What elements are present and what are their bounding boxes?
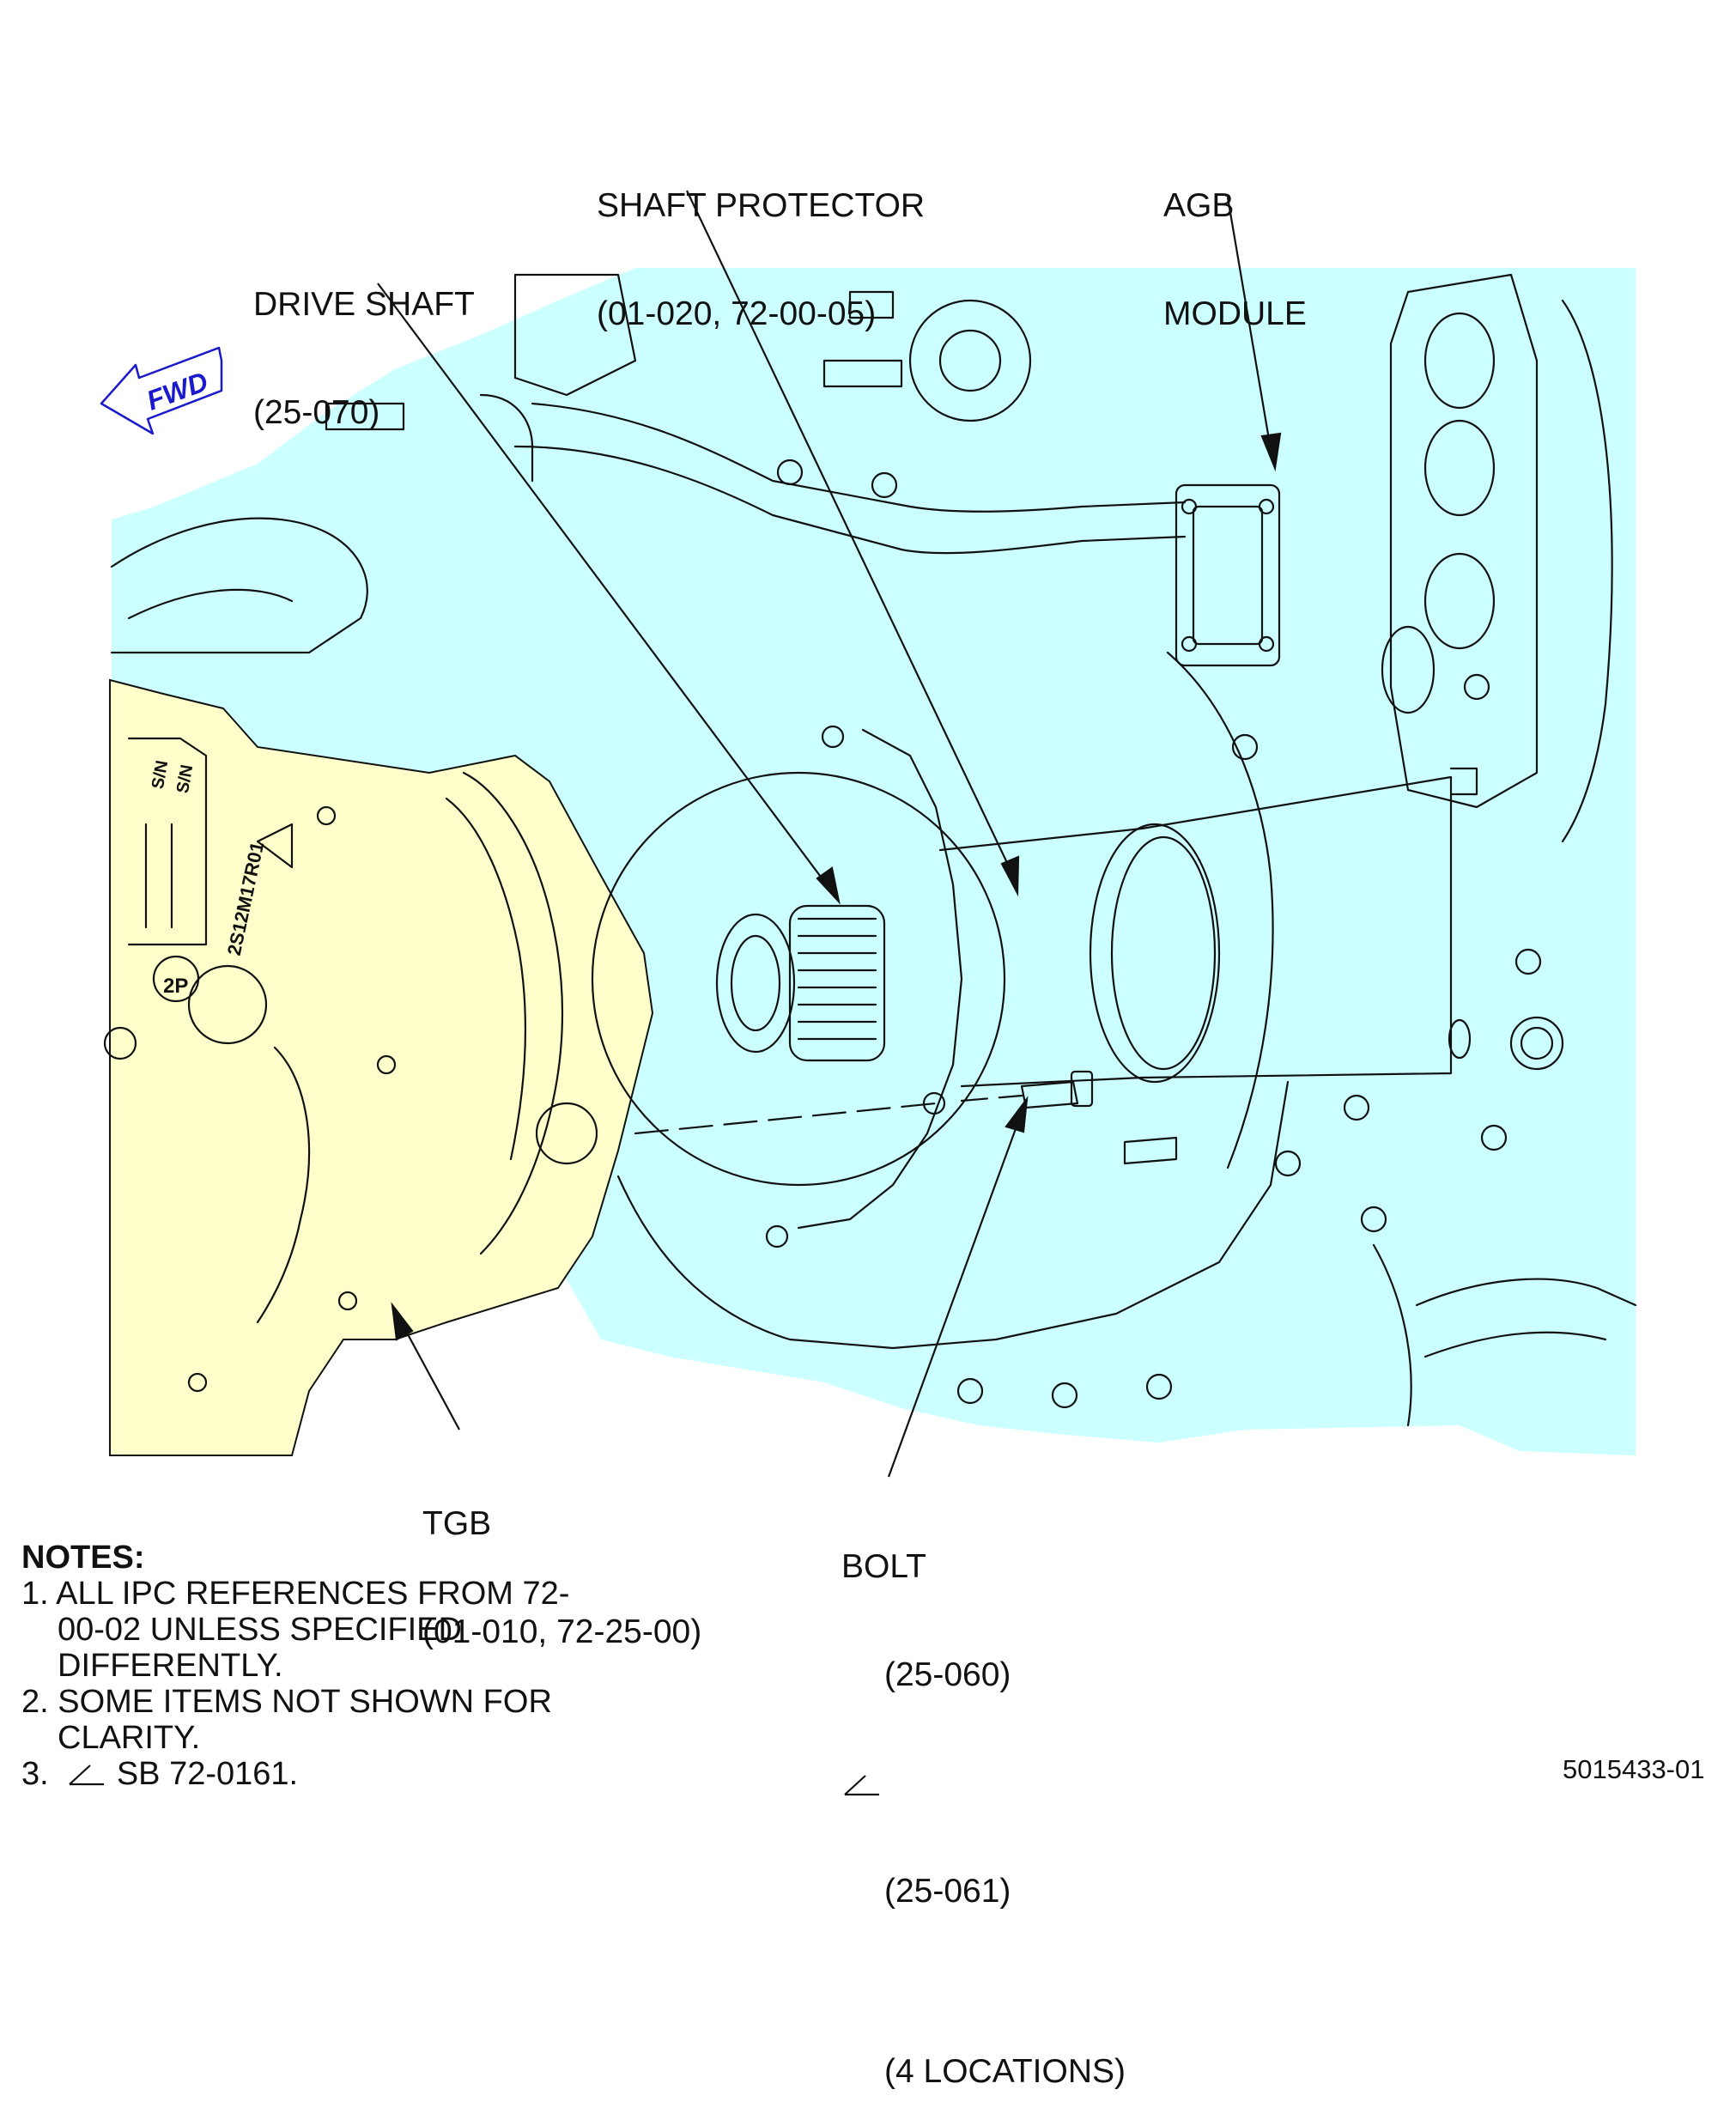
bolt-ref-2-row: (25-061) xyxy=(841,1765,1126,1982)
drive-housing xyxy=(591,771,1006,1187)
tgb-mark-text: 2P xyxy=(163,975,189,998)
agb-module-line1: AGB xyxy=(1163,187,1235,224)
drive-shaft-name: DRIVE SHAFT xyxy=(253,286,475,323)
drive-shaft-leader xyxy=(377,282,834,894)
tgb-name: TGB xyxy=(422,1505,492,1542)
shaft-protector-cylinder xyxy=(938,775,1453,1088)
bolt-leader xyxy=(887,1107,1025,1478)
fwd-direction-arrow-icon xyxy=(100,346,223,435)
sb-effectivity-triangle-icon xyxy=(844,1775,879,1796)
note-3-text: SB 72-0161. xyxy=(116,1756,299,1792)
bolt-label: BOLT (25-060) (25-061) (4 LOCATIONS) xyxy=(841,1477,1126,2126)
shaft-protector-name: SHAFT PROTECTOR xyxy=(597,187,926,224)
tgb-housing xyxy=(109,678,654,1456)
note-3-number: 3. xyxy=(21,1756,49,1792)
note-3: 3. SB 72-0161. xyxy=(21,1756,573,1792)
note-2: 2. SOME ITEMS NOT SHOWN FOR CLARITY. xyxy=(21,1684,552,1756)
shaft-protector-ref: (01-020, 72-00-05) xyxy=(597,295,877,332)
figure-id: 5015433-01 xyxy=(1563,1754,1705,1784)
bolt-ref-1: (25-060) xyxy=(884,1656,1011,1693)
shaft-protector-leader xyxy=(686,190,1018,885)
drive-shaft-spline xyxy=(788,904,886,1062)
bolt xyxy=(1020,1080,1079,1109)
drive-shaft-ref: (25-070) xyxy=(253,394,380,431)
sb-effectivity-triangle-icon xyxy=(69,1765,105,1786)
shaft-protector-label: SHAFT PROTECTOR (01-020, 72-00-05) xyxy=(597,116,925,368)
notes-block: NOTES: 1. ALL IPC REFERENCES FROM 72-00-… xyxy=(21,1540,573,1792)
bolt-name: BOLT xyxy=(841,1548,926,1585)
note-1: 1. ALL IPC REFERENCES FROM 72-00-02 UNLE… xyxy=(21,1576,570,1684)
agb-module-label: AGB MODULE xyxy=(1163,116,1307,368)
agb-module-line2: MODULE xyxy=(1163,295,1307,332)
engine-illustration xyxy=(100,190,1637,1478)
tgb-nameplate-text-2: S/N xyxy=(173,762,197,795)
bolt-locations: (4 LOCATIONS) xyxy=(884,2053,1126,2090)
upper-tube xyxy=(513,445,1187,555)
tgb-label: TGB (01-010, 72-25-00) xyxy=(422,1434,701,1686)
figure-canvas: FWD S/N S/N 2S12M17R01 2P SHAFT PROTECTO… xyxy=(21,116,1705,2090)
notes-heading: NOTES: xyxy=(21,1540,145,1576)
agb-flange xyxy=(1175,483,1281,667)
bolt-ref-2: (25-061) xyxy=(884,1873,1011,1910)
tgb-ref: (01-010, 72-25-00) xyxy=(422,1613,702,1650)
drive-shaft-label: DRIVE SHAFT (25-070) xyxy=(253,215,475,467)
right-gear-frame xyxy=(1389,273,1539,809)
agb-module-leader xyxy=(1226,197,1274,460)
